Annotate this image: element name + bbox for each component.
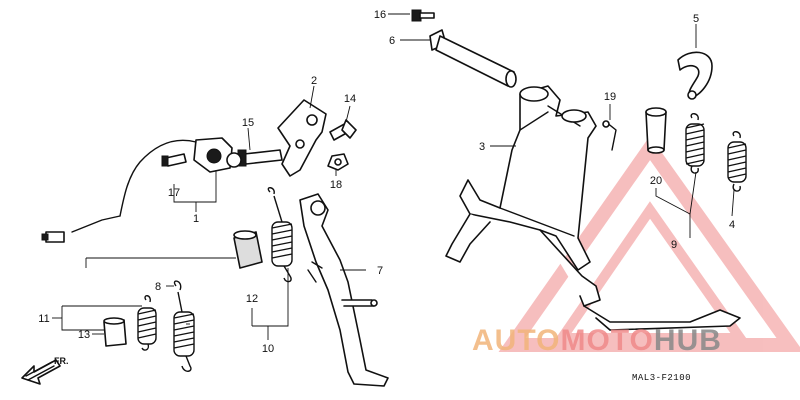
group-divider	[85, 257, 236, 268]
watermark-text-moto: MOTO	[560, 324, 653, 357]
nut-18	[327, 153, 349, 171]
spring-4	[727, 131, 747, 192]
watermark-triangle-inner	[552, 201, 750, 343]
side-stand-7	[299, 193, 389, 387]
callout-9: 9	[671, 239, 677, 251]
callout-2: 2	[311, 75, 317, 87]
spring-11	[137, 295, 157, 351]
drawing-code: MAL3-F2100	[632, 373, 691, 383]
collar-20	[645, 107, 667, 154]
callout-7: 7	[377, 265, 383, 277]
cotter-pin-19	[602, 120, 617, 151]
callout-19: 19	[604, 91, 616, 103]
callout-20: 20	[650, 175, 662, 187]
watermark-text-auto: AUTO	[472, 324, 560, 357]
leader-lines	[52, 13, 735, 340]
main-stand-3	[445, 85, 741, 331]
bolt-15	[237, 149, 283, 167]
callout-14: 14	[344, 93, 356, 105]
callout-10: 10	[262, 343, 274, 355]
callout-1: 1	[193, 213, 199, 225]
pivot-shaft-6	[429, 29, 517, 88]
callout-12: 12	[246, 293, 258, 305]
spring-8	[173, 280, 195, 372]
front-direction-arrow: FR.	[21, 356, 69, 385]
direction-label: FR.	[54, 356, 69, 366]
collar-13	[103, 317, 127, 347]
bolt-16	[411, 9, 435, 22]
callout-18: 18	[330, 179, 342, 191]
screw-17	[161, 153, 187, 167]
spring-10	[267, 187, 293, 283]
callout-16: 16	[374, 9, 386, 21]
callout-15: 15	[242, 117, 254, 129]
watermark-wordmark: AUTOMOTOHUB	[472, 324, 722, 357]
callout-3: 3	[479, 141, 485, 153]
callout-4: 4	[729, 219, 735, 231]
spring-hook-5	[677, 51, 713, 100]
callouts: 17 1 2 3 4 5 6 7 8 9 10 11 12 13 14 15 1…	[38, 9, 735, 355]
watermark-text-hub: HUB	[654, 324, 722, 357]
callout-13: 13	[78, 329, 90, 341]
side-stand-bracket-2	[277, 99, 327, 177]
callout-17: 17	[168, 187, 180, 199]
bolt-14	[329, 119, 357, 141]
spring-9	[685, 113, 705, 174]
callout-8: 8	[155, 281, 161, 293]
rubber-12	[233, 230, 263, 269]
callout-11: 11	[38, 313, 49, 325]
svg-text:AUTOMOTOHUB: AUTOMOTOHUB	[472, 324, 722, 357]
callout-6: 6	[389, 35, 395, 47]
callout-5: 5	[693, 13, 699, 25]
side-stand-switch-1	[41, 137, 242, 243]
